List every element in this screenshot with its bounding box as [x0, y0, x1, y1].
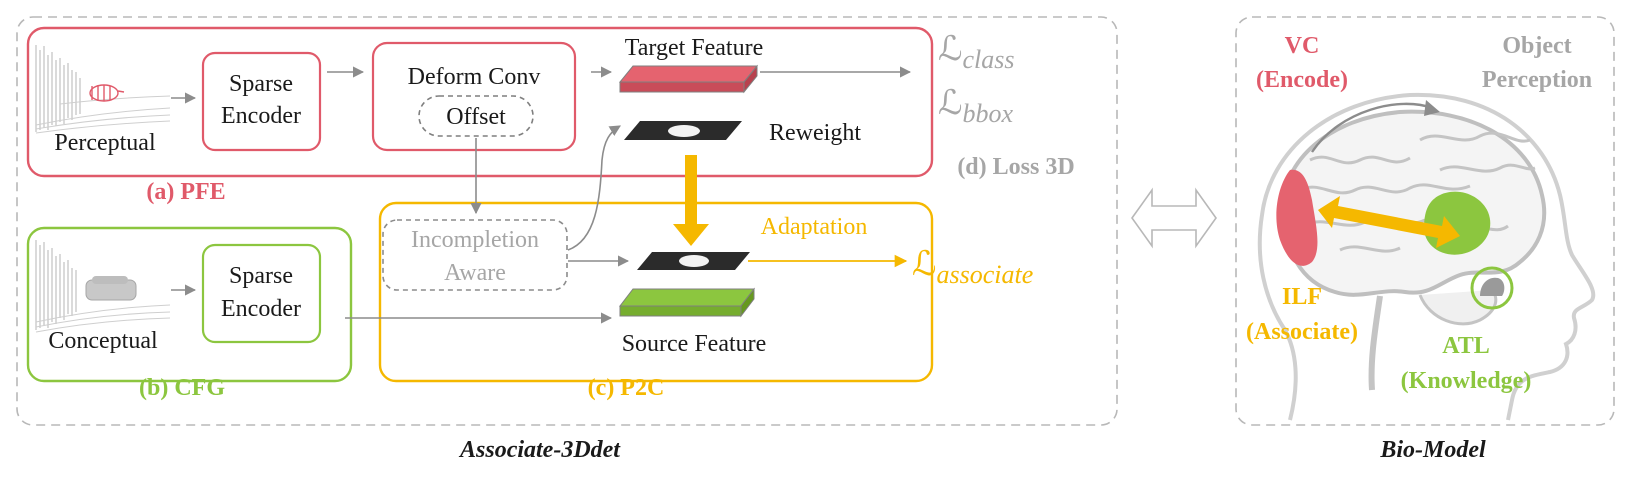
conceptual-pointcloud-image — [35, 240, 171, 333]
source-feature-slab — [618, 287, 756, 318]
double-arrow-icon — [1131, 187, 1217, 249]
vc-label-line1: VC — [1285, 33, 1320, 59]
left-caption: Associate-3Ddet — [458, 437, 621, 463]
vc-label-line2: (Encode) — [1256, 67, 1348, 93]
object-label-line1: Object — [1502, 33, 1571, 59]
deform-conv-label: Deform Conv — [408, 64, 541, 90]
pfe-box — [26, 26, 934, 178]
loss-associate-symbol: ℒ — [912, 246, 937, 283]
loss-associate: ℒassociate — [912, 246, 1033, 289]
reweight-label: Reweight — [769, 120, 861, 146]
p2c-mask — [637, 252, 750, 270]
incompletion-aware-box — [382, 219, 568, 291]
target-feature-slab — [618, 64, 759, 94]
loss-bbox-sub: bbox — [963, 99, 1014, 128]
incompletion-label-line1: Incompletion — [411, 227, 539, 253]
perceptual-label: Perceptual — [54, 130, 156, 156]
p2c-label: (c) P2C — [588, 375, 665, 401]
yellow-down-arrow — [673, 155, 709, 246]
reweight-mask — [624, 121, 742, 140]
loss-class-symbol: ℒ — [938, 31, 963, 68]
offset-box — [418, 95, 534, 137]
conceptual-label: Conceptual — [48, 328, 158, 354]
loss-bbox-symbol: ℒ — [938, 85, 963, 122]
target-feature-label: Target Feature — [625, 35, 763, 61]
atl-label-line2: (Knowledge) — [1401, 368, 1532, 394]
bio-model-frame — [1235, 16, 1615, 426]
cfg-label: (b) CFG — [139, 375, 225, 401]
adaptation-label: Adaptation — [761, 214, 868, 240]
loss3d-label: (d) Loss 3D — [957, 154, 1074, 180]
cfg-sparse-encoder-line1: Sparse — [229, 263, 293, 289]
perceptual-pointcloud-image — [33, 40, 171, 135]
pfe-sparse-encoder-line2: Encoder — [221, 103, 301, 129]
source-feature-label: Source Feature — [622, 331, 767, 357]
incompletion-label-line2: Aware — [444, 260, 506, 286]
right-caption: Bio-Model — [1379, 437, 1486, 463]
pfe-sparse-encoder-line1: Sparse — [229, 71, 293, 97]
pfe-sparse-encoder-box — [201, 51, 322, 152]
loss-class-sub: class — [963, 45, 1015, 74]
deform-conv-box — [371, 41, 577, 152]
loss-class: ℒclass — [938, 31, 1015, 74]
loss-bbox: ℒbbox — [938, 85, 1014, 128]
offset-label: Offset — [446, 104, 506, 130]
ilf-label-line2: (Associate) — [1246, 319, 1358, 345]
brain-head-illustration — [1257, 92, 1596, 421]
cfg-sparse-encoder-box — [201, 243, 322, 344]
associate-3ddet-frame — [16, 16, 1118, 426]
atl-label-line1: ATL — [1442, 333, 1490, 359]
flow-arrows — [171, 66, 912, 324]
cfg-box — [26, 226, 353, 383]
pfe-label: (a) PFE — [146, 179, 225, 205]
object-label-line2: Perception — [1482, 67, 1592, 93]
loss-associate-sub: associate — [937, 260, 1034, 289]
cfg-sparse-encoder-line2: Encoder — [221, 296, 301, 322]
ilf-label-line1: ILF — [1282, 284, 1322, 310]
p2c-box — [378, 201, 934, 383]
